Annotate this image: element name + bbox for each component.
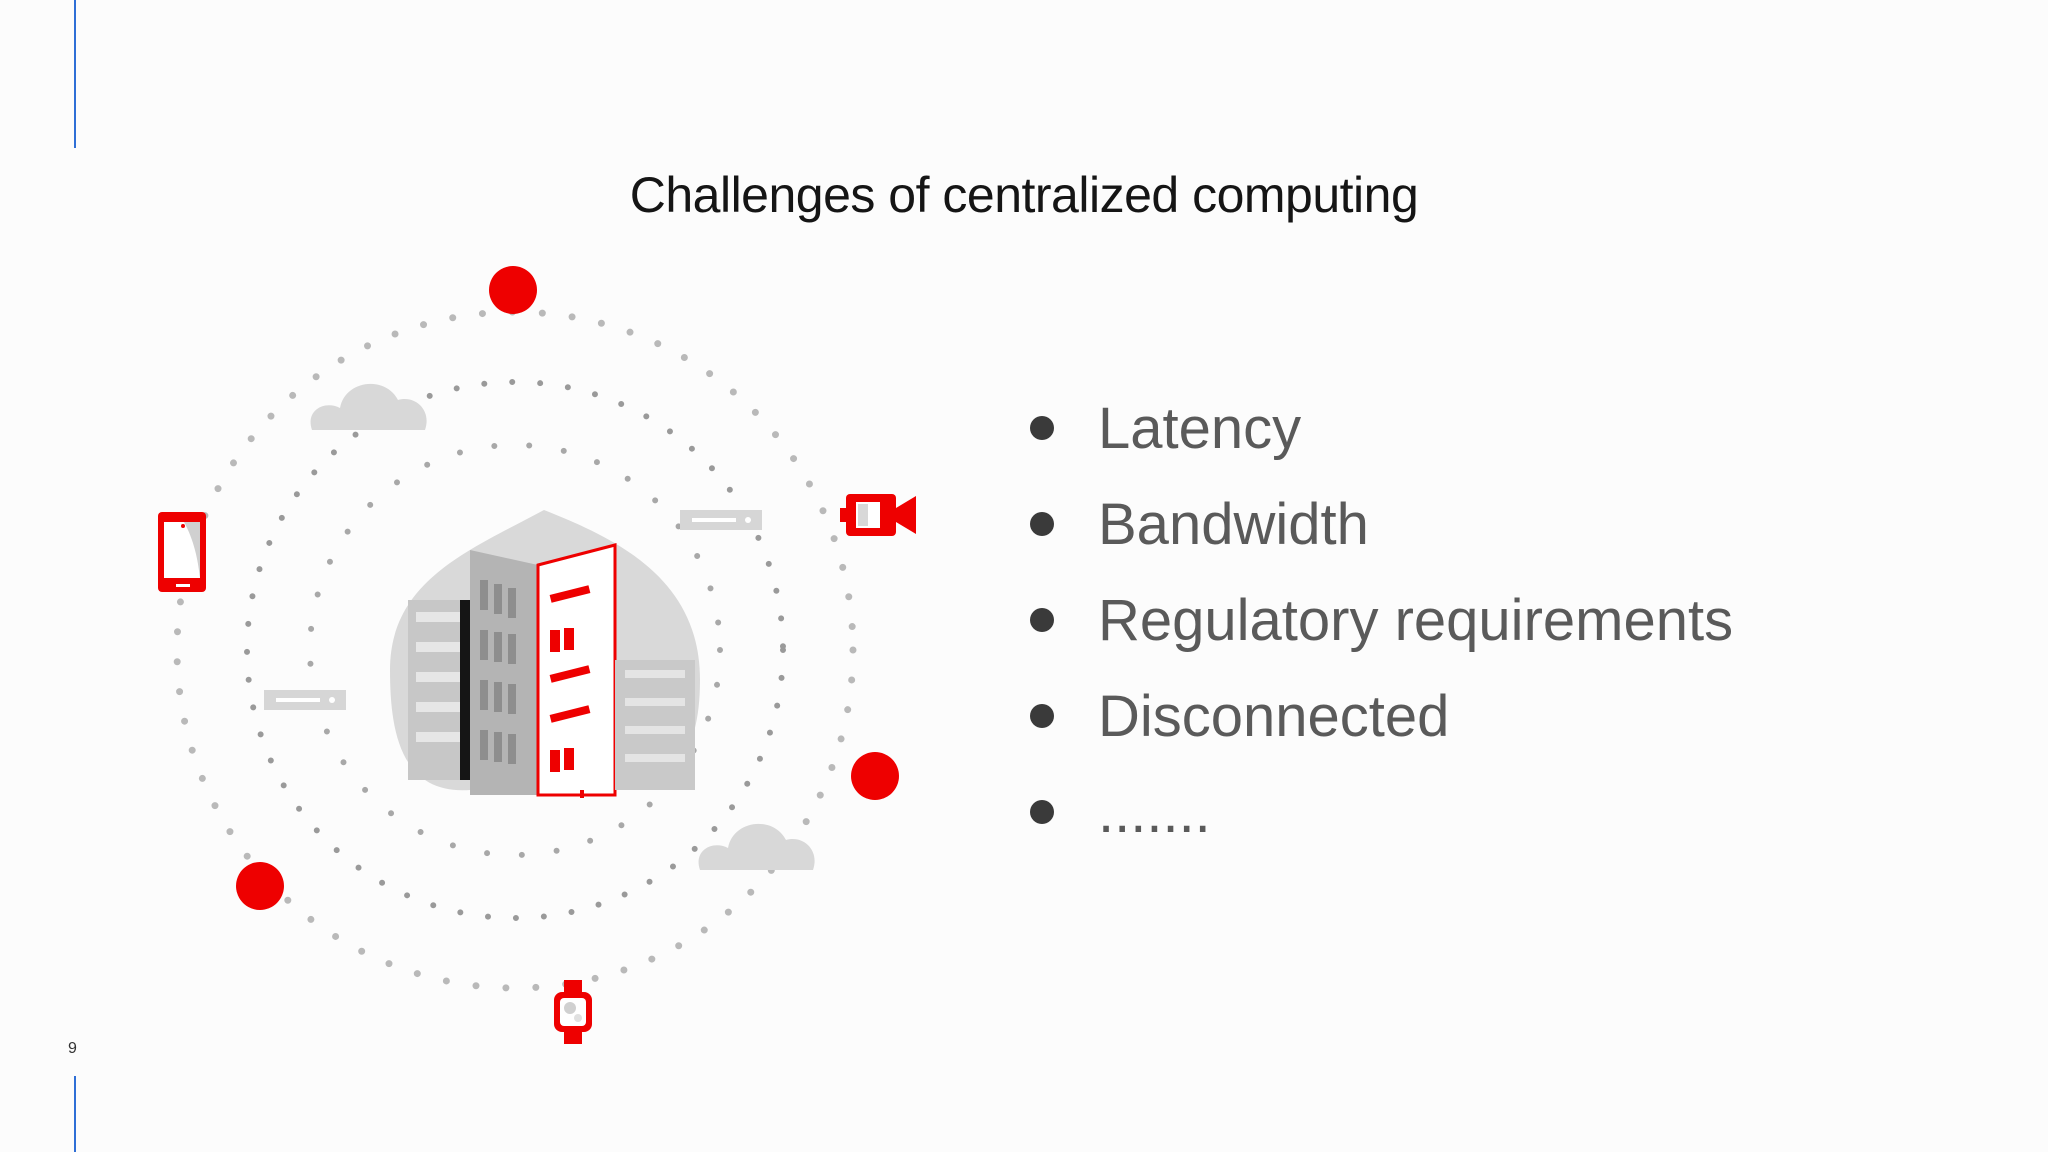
edge-computing-illustration	[158, 266, 916, 1044]
bullet-dot	[1030, 800, 1054, 824]
slide-title: Challenges of centralized computing	[629, 167, 1419, 223]
server-rack-icon	[680, 510, 762, 530]
mobile-phone-icon	[158, 512, 206, 592]
list-item: Bandwidth	[1030, 476, 1733, 572]
challenges-list: Latency Bandwidth Regulatory requirement…	[1030, 380, 1733, 860]
list-item: Latency	[1030, 380, 1733, 476]
list-item-text: Bandwidth	[1098, 491, 1369, 557]
red-node-dot	[851, 752, 899, 800]
list-item: Disconnected	[1030, 668, 1733, 764]
accent-line-top	[74, 0, 76, 148]
list-item-text: .......	[1098, 779, 1211, 845]
red-node-dot	[236, 862, 284, 910]
page-number: 9	[68, 1040, 77, 1057]
accent-line-bottom	[74, 1076, 76, 1152]
bullet-dot	[1030, 512, 1054, 536]
middle-orbit-ring	[244, 379, 786, 921]
bullet-dot	[1030, 608, 1054, 632]
red-node-dot	[489, 266, 537, 314]
list-item-text: Regulatory requirements	[1098, 587, 1734, 653]
list-item: .......	[1030, 764, 1733, 860]
bullet-dot	[1030, 416, 1054, 440]
bullet-dot	[1030, 704, 1054, 728]
list-item-text: Latency	[1098, 395, 1302, 461]
list-item-text: Disconnected	[1098, 683, 1450, 749]
cloud-icon	[698, 823, 815, 870]
city-buildings-icon	[390, 510, 700, 798]
video-camera-icon	[840, 494, 916, 536]
list-item: Regulatory requirements	[1030, 572, 1733, 668]
server-rack-icon	[264, 690, 346, 710]
cloud-icon	[310, 383, 427, 430]
inner-orbit-ring	[307, 442, 723, 858]
smartwatch-icon	[554, 980, 592, 1044]
